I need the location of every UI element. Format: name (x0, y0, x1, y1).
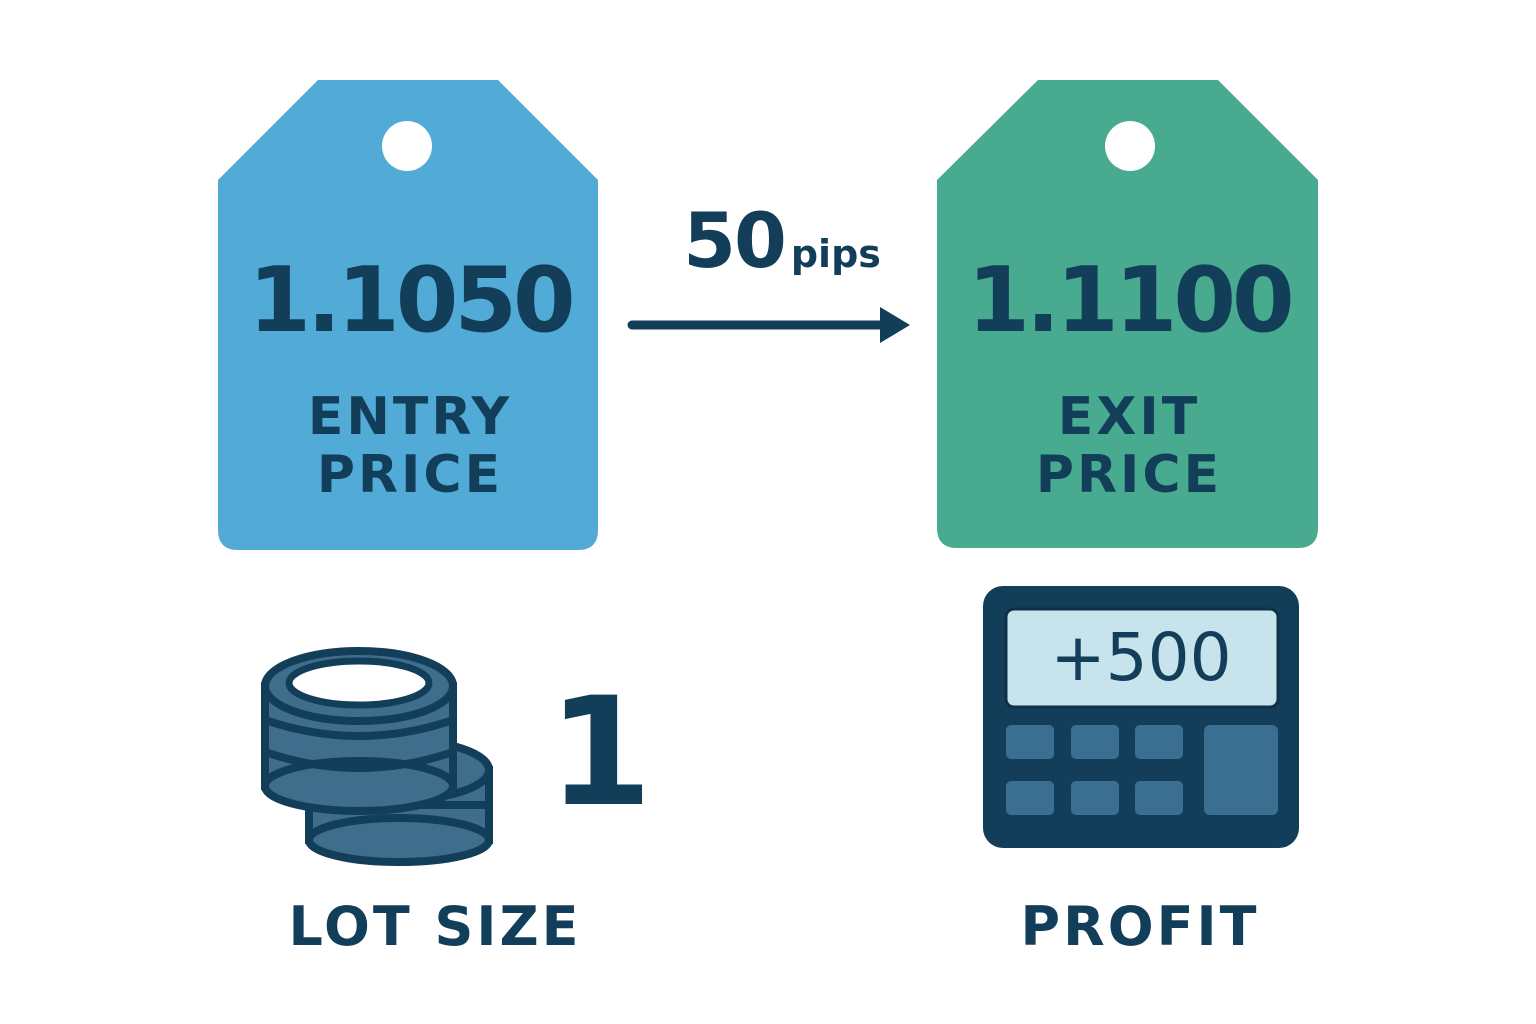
calculator-screen (1004, 607, 1280, 709)
pip-movement-value: 50 (683, 196, 787, 285)
calculator-key (1071, 781, 1119, 815)
exit-price-label-line1: EXIT (1057, 387, 1201, 447)
entry-tag-shape (218, 80, 598, 550)
coin-stack-icon (261, 647, 493, 866)
lot-size-label: LOT SIZE (288, 895, 582, 958)
entry-price-label-line1: ENTRY (307, 387, 513, 447)
lot-size-value: 1 (548, 666, 653, 840)
calculator-key (1071, 725, 1119, 759)
calculator-key (1135, 781, 1183, 815)
entry-price-tag-icon (218, 80, 598, 550)
exit-tag-hole (1105, 121, 1155, 171)
calculator-key (1006, 725, 1054, 759)
profit-display-value: +500 (1050, 619, 1232, 696)
entry-price-value: 1.1050 (248, 248, 575, 353)
entry-tag-hole (382, 121, 432, 171)
pip-movement-unit: pips (790, 232, 881, 276)
exit-price-label-line2: PRICE (1035, 445, 1223, 505)
calculator-key-large (1204, 725, 1278, 815)
exit-price-value: 1.1100 (967, 248, 1294, 353)
exit-tag-shape (937, 80, 1318, 548)
profit-label: PROFIT (1020, 895, 1260, 958)
calculator-icon (983, 586, 1299, 848)
arrow-right-icon (627, 307, 910, 343)
calculator-key (1006, 781, 1054, 815)
exit-price-tag-icon (937, 80, 1318, 548)
calculator-key (1135, 725, 1183, 759)
entry-price-label-line2: PRICE (316, 445, 504, 505)
